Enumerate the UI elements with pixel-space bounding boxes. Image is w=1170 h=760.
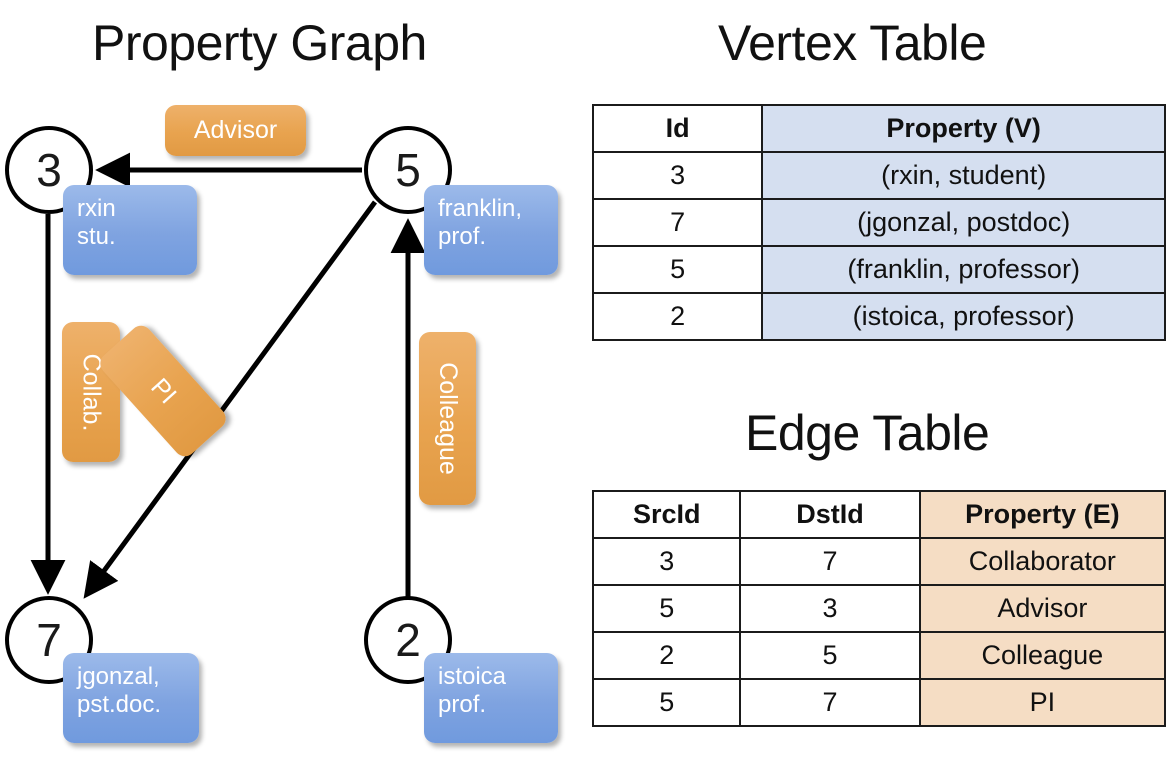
table-row: 3 7 Collaborator — [591, 537, 1167, 586]
vertex-property-role-3: stu. — [77, 223, 116, 250]
edge-cell-dstid: 7 — [739, 537, 921, 586]
edge-cell-srcid: 3 — [591, 537, 742, 586]
table-row: 5 (franklin, professor) — [591, 245, 1166, 294]
vertex-property-name-3: rxin — [77, 195, 116, 222]
edge-table-header-srcid: SrcId — [591, 490, 742, 539]
edge-label-collab: Collab. — [62, 322, 120, 462]
vertex-table-header-property: Property (V) — [761, 104, 1166, 153]
table-row: 7 (jgonzal, postdoc) — [591, 198, 1166, 247]
vertex-table-header-id: Id — [591, 104, 764, 153]
table-row: 3 (rxin, student) — [591, 151, 1166, 200]
vertex-cell-id: 5 — [591, 245, 764, 294]
property-graph-diagram: 3 5 7 2 rxin stu. franklin, prof. jgonza… — [5, 105, 558, 743]
vertex-property-role-7: pst.doc. — [77, 691, 162, 718]
vertex-property-role-5: prof. — [438, 223, 487, 250]
graph-node-5-label: 5 — [395, 144, 421, 196]
vertex-cell-id: 7 — [591, 198, 764, 247]
edge-table-header-property: Property (E) — [918, 490, 1167, 539]
graph-node-5[interactable]: 5 — [364, 126, 452, 214]
vertex-table: Id Property (V) 3 (rxin, student) 7 (jgo… — [591, 104, 1166, 341]
vertex-cell-property: (franklin, professor) — [761, 245, 1166, 294]
graph-node-7-label: 7 — [36, 614, 62, 666]
edge-label-pi-text: PI — [145, 372, 182, 409]
edge-cell-srcid: 2 — [591, 631, 742, 680]
graph-edges-svg — [30, 152, 426, 599]
vertex-table-header-row: Id Property (V) — [591, 104, 1166, 153]
page-title-edge-table: Edge Table — [745, 405, 990, 461]
vertex-cell-property: (rxin, student) — [761, 151, 1166, 200]
graph-node-2[interactable]: 2 — [364, 596, 452, 684]
edge-table-header-dstid: DstId — [739, 490, 921, 539]
table-row: 5 3 Advisor — [591, 584, 1167, 633]
table-row: 2 (istoica, professor) — [591, 292, 1166, 341]
page-title-vertex-table: Vertex Table — [718, 15, 987, 71]
table-row: 2 5 Colleague — [591, 631, 1167, 680]
edge-cell-property: Advisor — [918, 584, 1167, 633]
edge-label-advisor-text: Advisor — [193, 116, 278, 144]
edge-cell-srcid: 5 — [591, 678, 742, 727]
vertex-cell-property: (istoica, professor) — [761, 292, 1166, 341]
vertex-property-box-3: rxin stu. — [63, 185, 197, 275]
vertex-property-name-7: jgonzal, — [77, 663, 160, 690]
edge-label-colleague: Colleague — [419, 332, 476, 505]
edge-cell-property: Colleague — [918, 631, 1167, 680]
graph-node-3-label: 3 — [36, 144, 62, 196]
edge-label-colleague-text: Colleague — [434, 362, 462, 475]
edge-cell-property: PI — [918, 678, 1167, 727]
vertex-property-box-2: istoica prof. — [424, 653, 558, 743]
page-title-property-graph: Property Graph — [92, 15, 427, 71]
vertex-property-box-7: jgonzal, pst.doc. — [63, 653, 199, 743]
vertex-property-name-5: franklin, — [438, 195, 523, 222]
edge-cell-srcid: 5 — [591, 584, 742, 633]
edge-pi-5-to-7 — [83, 200, 378, 599]
edge-table: SrcId DstId Property (E) 3 7 Collaborato… — [591, 490, 1167, 727]
edge-cell-dstid: 5 — [739, 631, 921, 680]
vertex-cell-property: (jgonzal, postdoc) — [761, 198, 1166, 247]
vertex-property-name-2: istoica — [438, 663, 507, 690]
vertex-cell-id: 2 — [591, 292, 764, 341]
edge-cell-dstid: 7 — [739, 678, 921, 727]
graph-node-2-label: 2 — [395, 614, 421, 666]
table-row: 5 7 PI — [591, 678, 1167, 727]
edge-cell-property: Collaborator — [918, 537, 1167, 586]
edge-cell-dstid: 3 — [739, 584, 921, 633]
vertex-property-role-2: prof. — [438, 691, 487, 718]
edge-label-advisor: Advisor — [165, 105, 306, 156]
vertex-cell-id: 3 — [591, 151, 764, 200]
vertex-property-box-5: franklin, prof. — [424, 185, 558, 275]
edge-table-header-row: SrcId DstId Property (E) — [591, 490, 1167, 539]
